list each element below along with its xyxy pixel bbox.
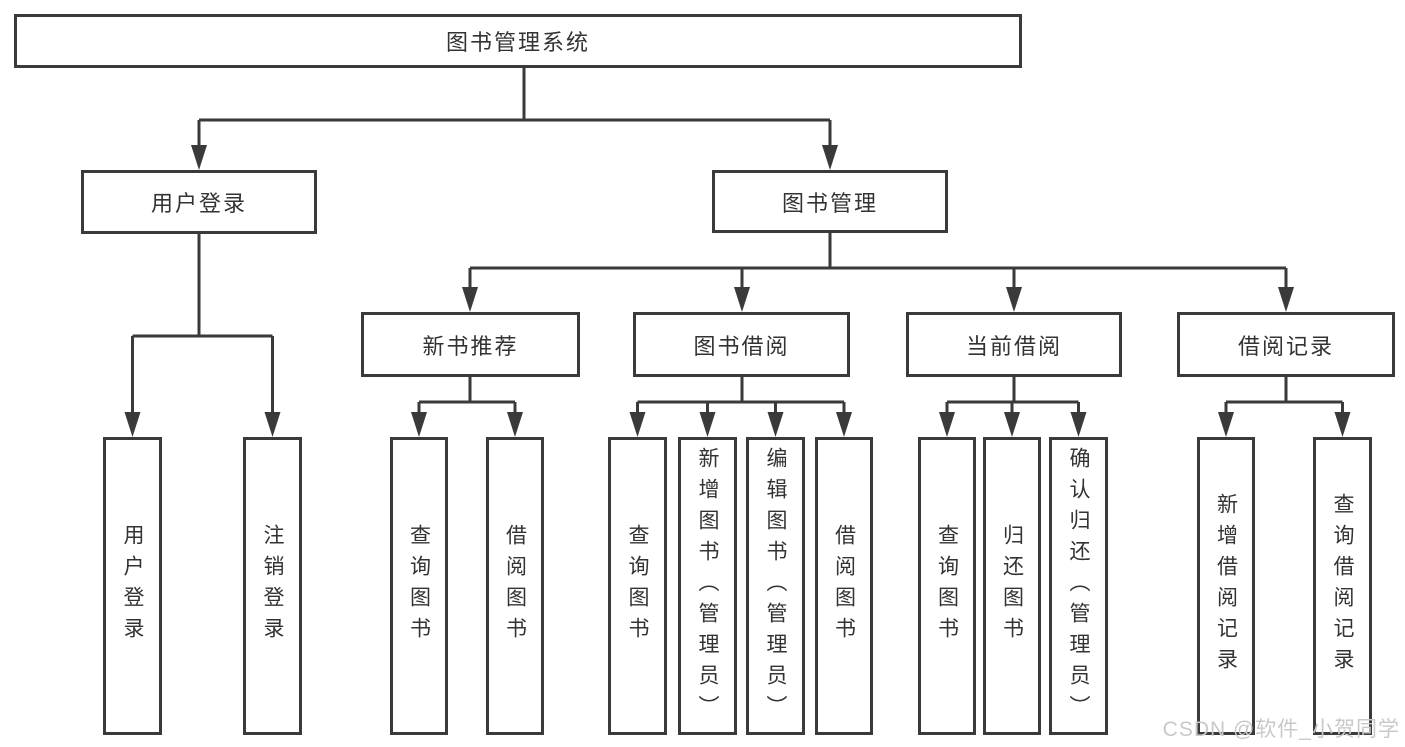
node-book-borrowing: 图书借阅 [633,312,850,377]
node-label: 注销登录 [261,524,284,648]
leaf-confirm-return-admin: 确认归还（管理员） [1049,437,1108,735]
arrow-down-icon [734,287,750,312]
connector-new-book [417,377,517,417]
arrow-down-icon [1004,412,1020,437]
leaf-return-books: 归还图书 [983,437,1041,735]
connector-shafts [131,68,1344,417]
arrow-down-icon [507,412,523,437]
leaf-user-login: 用户登录 [103,437,162,735]
arrow-down-icon [1334,412,1351,437]
node-label: 借阅图书 [832,524,856,648]
arrow-down-icon [462,287,478,312]
arrow-down-icon [411,412,427,437]
node-label: 编辑图书（管理员） [764,446,787,726]
node-label: 借阅图书 [503,524,527,648]
node-label: 归还图书 [1000,524,1024,648]
leaf-logout-login: 注销登录 [243,437,302,735]
arrow-down-icon [1070,412,1087,437]
node-label: 新增借阅记录 [1214,493,1238,679]
leaf-borrow-books-new-book: 借阅图书 [486,437,544,735]
node-label: 查询图书 [407,524,431,648]
arrow-down-icon [699,412,716,437]
node-label: 当前借阅 [965,333,1062,359]
arrow-down-icon [264,412,281,437]
node-library-management-system: 图书管理系统 [14,14,1022,68]
node-label: 用户登录 [150,191,247,216]
node-label: 确认归还（管理员） [1067,446,1090,726]
arrow-down-icon [1278,287,1294,312]
connector-user-login [131,233,274,417]
leaf-borrow-books-borrowing: 借阅图书 [815,437,873,735]
node-label: 查询借阅记录 [1331,493,1354,679]
node-label: 新书推荐 [422,333,519,359]
arrow-down-icon [836,412,852,437]
csdn-watermark: CSDN @软件_小贺同学 [1162,718,1400,741]
connector-book-mgmt [468,233,1288,292]
leaf-query-books-current: 查询图书 [918,437,976,735]
arrow-down-icon [124,412,141,437]
arrow-down-icon [822,145,838,170]
node-label: 查询图书 [626,524,649,648]
node-label: 图书管理系统 [445,30,590,55]
node-label: 图书借阅 [693,333,790,359]
connector-arrowheads [124,145,1351,437]
leaf-query-books-borrowing: 查询图书 [608,437,667,735]
leaf-add-books-admin: 新增图书（管理员） [678,437,737,735]
arrow-down-icon [629,412,646,437]
arrow-down-icon [191,145,207,170]
node-borrowing-records: 借阅记录 [1177,312,1395,377]
arrow-down-icon [1218,412,1234,437]
leaf-query-books-new-book: 查询图书 [390,437,448,735]
leaf-query-borrow-record: 查询借阅记录 [1313,437,1372,735]
connector-borrow-records [1224,377,1344,417]
arrow-down-icon [767,412,784,437]
connector-current-borrow [945,377,1080,417]
node-label: 用户登录 [121,524,144,648]
arrow-down-icon [1006,287,1022,312]
node-label: 新增图书（管理员） [696,446,719,726]
node-label: 借阅记录 [1237,333,1334,359]
leaf-edit-books-admin: 编辑图书（管理员） [746,437,805,735]
arrow-down-icon [939,412,955,437]
node-label: 查询图书 [935,524,959,648]
node-label: 图书管理 [781,190,878,216]
node-new-book-recommend: 新书推荐 [361,312,580,377]
node-book-management: 图书管理 [712,170,948,233]
leaf-add-borrow-record: 新增借阅记录 [1197,437,1255,735]
connector-book-borrow [636,377,846,417]
connector-root [197,68,832,150]
node-current-borrowing: 当前借阅 [906,312,1122,377]
node-user-login: 用户登录 [81,170,317,234]
